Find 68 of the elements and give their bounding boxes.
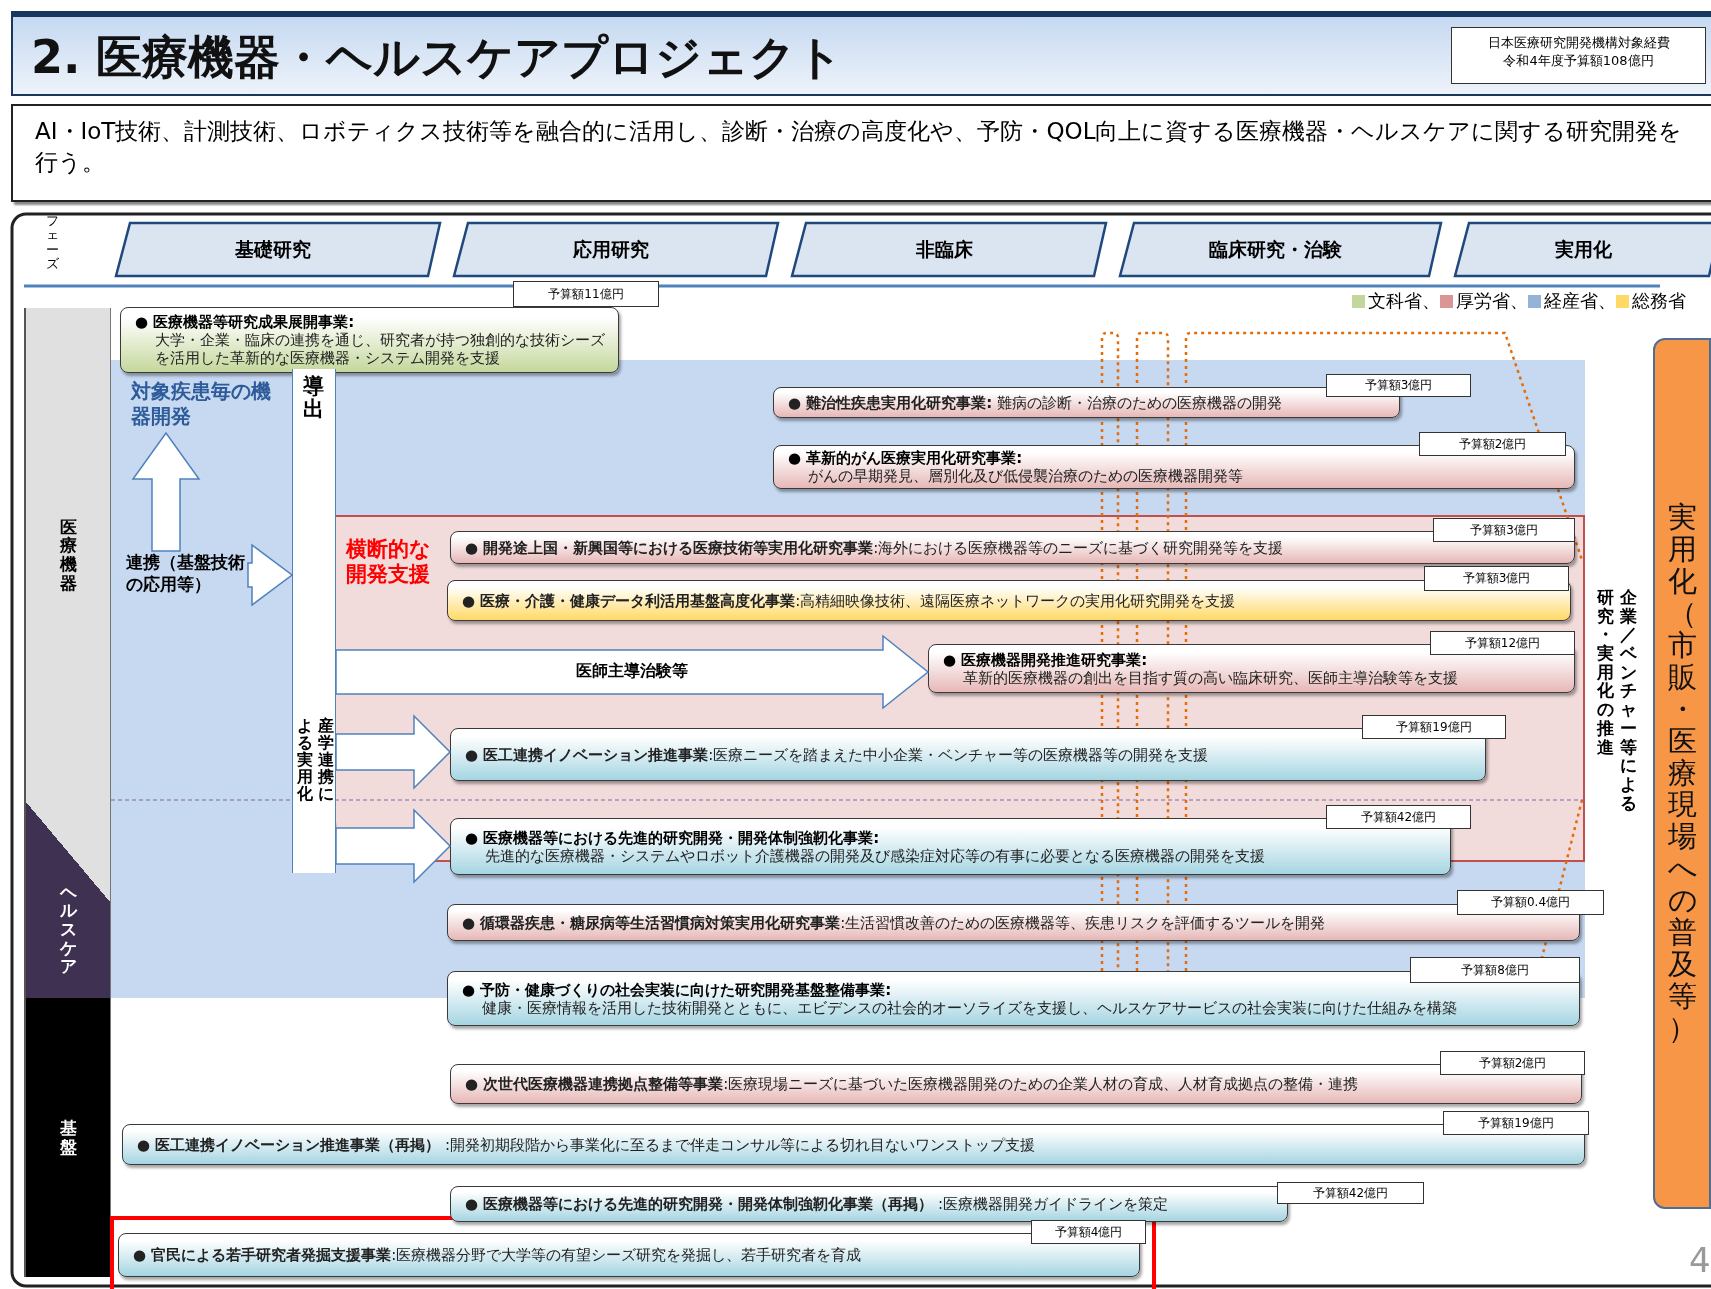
phase-axis-label: フェーズ (46, 214, 59, 272)
summary-box: AI・IoT技術、計測技術、ロボティクス技術等を融合的に活用し、診断・治療の高度化や、予防・QOL向上に資する医療機器・ヘルスケアに関する研究開発を行う。 (11, 104, 1711, 202)
category-label: ヘルスケア (59, 882, 77, 976)
block-arrow (335, 714, 452, 790)
legend-label: 経産省、 (1544, 289, 1616, 313)
project-text: ● 官民による若手研究者発掘支援事業:医療機器分野で大学等の有望シーズ研究を発掘し、若手研究者を育成 (133, 1246, 863, 1264)
project-text: ● 医療機器等における先進的研究開発・開発体制強靭化事業（再掲） :医療機器開発ガイドラインを策定 (465, 1195, 1170, 1213)
lead-out-band (292, 369, 336, 873)
project-text: ● 次世代医療機器連携拠点整備等事業:医療現場ニーズに基づいた医療機器開発のための企業人材の育成、人材育成拠点の整備・連携 (465, 1075, 1360, 1093)
category-band (24, 998, 111, 1277)
project-description: がんの早期発見、層別化及び低侵襲治療のための医療機器開発等 (807, 467, 1244, 485)
block-arrow (247, 543, 294, 607)
project-text: ● 開発途上国・新興国等における医療技術等実用化研究事業:海外における医療機器等のニーズに基づく研究開発等を支援 (465, 538, 1285, 557)
category-band (24, 802, 111, 998)
phase-label: 非臨床 (915, 236, 973, 262)
budget-tag: 予算額19億円 (1362, 715, 1506, 739)
category-band (24, 308, 111, 802)
budget-tag: 予算額3億円 (1433, 518, 1575, 542)
budget-tag: 予算額3億円 (1424, 566, 1569, 591)
budget-tag: 予算額42億円 (1326, 805, 1471, 829)
vertical-note: 企業／ベンチャー等による研究・実用化の推進 (1596, 588, 1637, 815)
project-text: ● 医工連携イノベーション推進事業:医療ニーズを踏まえた中小企業・ベンチャー等の医療機器等の開発を支援 (465, 745, 1210, 764)
project-description: 大学・企業・臨床の連携を通じ、研究者が持つ独創的な技術シーズを活用した革新的な医療機器・システム開発を支援 (154, 331, 606, 367)
project-title: ● 医療機器等における先進的研究開発・開発体制強靭化事業: (465, 828, 881, 847)
region-label: 横断的な開発支援 (346, 537, 432, 588)
block-arrow (335, 634, 930, 710)
project-title: ● 医療機器開発推進研究事業: (943, 650, 1149, 669)
category-label: 基盤 (59, 1118, 77, 1157)
budget-tag: 予算額42億円 (1277, 1182, 1424, 1204)
phase-label: 臨床研究・治験 (1209, 236, 1342, 262)
project-text: ● 循環器疾患・糖尿病等生活習慣病対策実用化研究事業:生活習慣改善のための医療機器等、疾患リスクを評価するツールを開発 (462, 913, 1327, 932)
phase-label: 実用化 (1554, 236, 1612, 262)
phase-label: 応用研究 (573, 236, 649, 262)
budget-tag: 予算額2億円 (1440, 1051, 1585, 1075)
project-title: ● 医療機器等研究成果展開事業: (135, 313, 356, 331)
block-arrow (131, 431, 201, 552)
text-label: 連携（基盤技術の応用等） (126, 551, 248, 603)
phase-label: 基礎研究 (235, 236, 311, 262)
budget-tag: 予算額8億円 (1410, 957, 1580, 983)
project-description: 健康・医療情報を活用した技術開発とともに、エビデンスの社会的オーソライズを支援し、ヘルスケアサービスの社会実装に向けた仕組みを構築 (481, 998, 1458, 1017)
budget-tag: 予算額2億円 (1419, 432, 1566, 456)
category-label: 医療機器 (59, 517, 77, 593)
budget-tag: 予算額11億円 (513, 281, 659, 307)
project-text: ● 医工連携イノベーション推進事業（再掲） :開発初期段階から事業化に至るまで伴走コンサル等による切れ目ないワンストップ支援 (137, 1135, 1037, 1154)
column-label: 実用化（市販・医療現場への普及等） (1667, 502, 1697, 1045)
budget-tag: 予算額0.4億円 (1457, 890, 1604, 915)
project-title: ● 革新的がん医療実用化研究事業: (788, 449, 1024, 467)
budget-tag: 予算額4億円 (1031, 1220, 1146, 1244)
page-number: 4 (1689, 1240, 1711, 1280)
text-label: 産学連携による実用化 (293, 718, 337, 808)
project-title: ● 予防・健康づくりの社会実装に向けた研究開発基盤整備事業: (462, 980, 893, 999)
legend-label: 総務省 (1632, 289, 1686, 313)
budget-header-box: 日本医療研究開発機構対象経費令和4年度予算額108億円 (1451, 27, 1706, 84)
practical-use-column (1653, 338, 1711, 1209)
budget-tag: 予算額3億円 (1326, 374, 1471, 397)
legend-label: 文科省、 (1368, 289, 1440, 313)
project-box (450, 1186, 1288, 1222)
block-arrow (335, 808, 452, 884)
project-description: 革新的医療機器の創出を目指す質の高い臨床研究、医師主導治験等を支援 (962, 668, 1459, 687)
text-label: 対象疾患毎の機器開発 (131, 379, 281, 433)
project-text: ● 医療・介護・健康データ利活用基盤高度化事業:高精細映像技術、遠隔医療ネットワークの実用化研究開発を支援 (462, 591, 1237, 610)
project-box (120, 307, 619, 373)
band-label: 導出 (303, 375, 324, 422)
legend-label: 厚労省、 (1456, 289, 1528, 313)
budget-tag: 予算額12億円 (1430, 631, 1575, 655)
project-description: 先進的な医療機器・システムやロボット介護機器の開発及び感染症対応等の有事に必要となる医療機器の開発を支援 (484, 846, 1266, 865)
budget-tag: 予算額19億円 (1443, 1111, 1589, 1135)
project-text: ● 難治性疾患実用化研究事業: 難病の診断・治療のための医療機器の開発 (788, 393, 1284, 412)
